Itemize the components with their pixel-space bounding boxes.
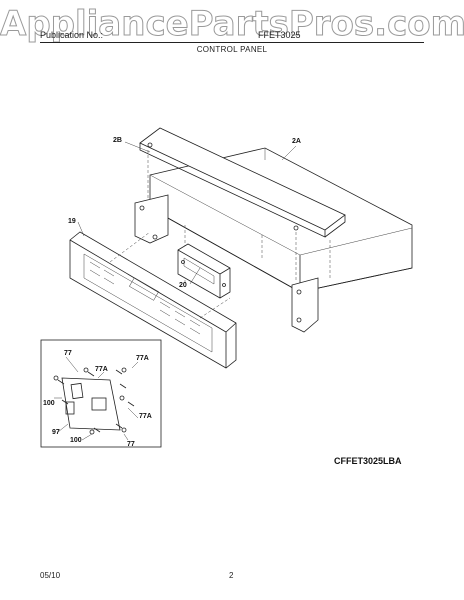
control-panel-housing xyxy=(134,147,413,333)
callout-77a-b: 77A xyxy=(136,355,149,362)
footer-date: 05/10 xyxy=(40,571,61,580)
watermark: AppliancePartsPros.com xyxy=(0,4,464,45)
front-control-panel xyxy=(69,231,237,369)
footer-page-number: 2 xyxy=(229,571,234,580)
top-cover-plate xyxy=(139,127,346,282)
callout-19: 19 xyxy=(68,218,76,225)
header-rule xyxy=(40,42,424,43)
callout-77-bottom: 77 xyxy=(127,441,135,448)
callout-20: 20 xyxy=(179,282,187,289)
callout-100-bottom: 100 xyxy=(70,437,82,444)
publication-label: Publication No.: xyxy=(40,30,104,40)
callout-2b: 2B xyxy=(113,137,122,144)
model-label: FFET3025 xyxy=(258,30,301,40)
control-board xyxy=(177,243,231,299)
leader-lines xyxy=(77,141,297,285)
model-code: CFFET3025LBA xyxy=(334,456,402,466)
callout-77a-c: 77A xyxy=(139,413,152,420)
callout-97: 97 xyxy=(52,429,60,436)
callout-77a-a: 77A xyxy=(95,366,108,373)
callout-2a: 2A xyxy=(292,138,301,145)
section-title: CONTROL PANEL xyxy=(196,45,268,54)
callout-100-left: 100 xyxy=(43,400,55,407)
callout-77-top: 77 xyxy=(64,350,72,357)
detail-inset xyxy=(40,339,162,448)
